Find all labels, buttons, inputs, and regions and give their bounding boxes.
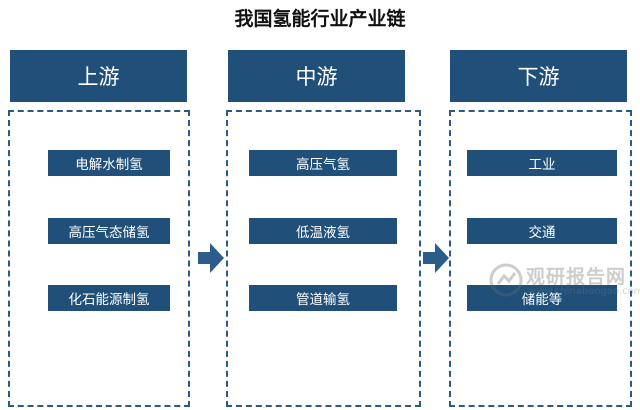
stage-header-downstream: 下游 xyxy=(450,50,627,102)
upstream-item-2: 高压气态储氢 xyxy=(48,218,170,244)
downstream-item-1: 工业 xyxy=(467,150,617,176)
downstream-item-2: 交通 xyxy=(467,218,617,244)
upstream-item-1: 电解水制氢 xyxy=(48,150,170,176)
stage-panel-upstream xyxy=(8,110,190,407)
stage-header-midstream: 中游 xyxy=(228,50,405,102)
midstream-item-1: 高压气氢 xyxy=(249,150,397,176)
flow-arrow-icon xyxy=(423,243,449,273)
midstream-item-3: 管道输氢 xyxy=(249,285,397,311)
stage-header-upstream: 上游 xyxy=(10,50,187,102)
flow-arrow-icon xyxy=(198,243,224,273)
downstream-item-3: 储能等 xyxy=(467,285,617,311)
midstream-item-2: 低温液氢 xyxy=(249,218,397,244)
stage-panel-midstream xyxy=(226,110,421,407)
diagram-title: 我国氢能行业产业链 xyxy=(234,8,406,30)
upstream-item-3: 化石能源制氢 xyxy=(48,285,170,311)
stage-panel-downstream xyxy=(449,110,632,407)
